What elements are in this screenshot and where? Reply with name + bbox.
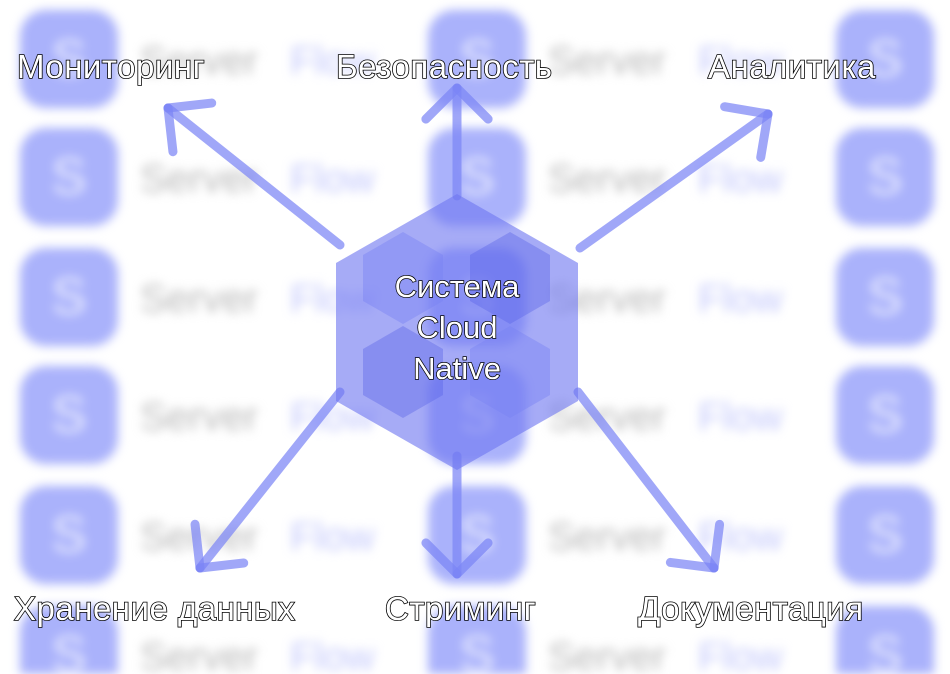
watermark-word-server: Server bbox=[140, 395, 258, 439]
arrow-to-monitoring-head bbox=[163, 98, 217, 113]
arrow-to-analytics-shaft bbox=[575, 109, 773, 253]
watermark-logo-tile bbox=[836, 606, 934, 674]
arrow-to-data-storage-head bbox=[190, 519, 205, 573]
watermark-logo-letter: S bbox=[460, 148, 495, 206]
watermark-logo-tile bbox=[428, 10, 526, 108]
watermark-word-flow: Flow bbox=[698, 277, 783, 321]
arrow-to-analytics-head bbox=[720, 102, 773, 119]
node-analytics: Аналитика bbox=[707, 48, 876, 85]
watermark-logo-letter: S bbox=[868, 30, 903, 88]
arrow-to-documentation-head bbox=[709, 519, 725, 573]
watermark-word-server: Server bbox=[548, 635, 666, 674]
watermark-logo-letter: S bbox=[868, 148, 903, 206]
watermark-logo-tile bbox=[836, 366, 934, 464]
watermark-word-server: Server bbox=[548, 515, 666, 559]
watermark-word-flow: Flow bbox=[698, 157, 783, 201]
arrow-to-monitoring-head bbox=[163, 103, 178, 157]
center-line-3: Native bbox=[412, 350, 501, 387]
node-streaming: Стриминг bbox=[384, 590, 537, 627]
arrow-to-documentation-head bbox=[665, 557, 719, 573]
watermark-word-server: Server bbox=[140, 635, 258, 674]
node-documentation: Документация bbox=[637, 590, 864, 627]
watermark-logo-tile bbox=[428, 606, 526, 674]
watermark-logo-tile bbox=[20, 10, 118, 108]
watermark-word-flow: Flow bbox=[290, 39, 375, 83]
center-hexagon bbox=[336, 194, 578, 470]
watermark-logo-letter: S bbox=[52, 626, 87, 674]
watermark-logo-tile bbox=[20, 366, 118, 464]
arrow-to-streaming bbox=[421, 451, 493, 579]
arrow-to-analytics bbox=[575, 102, 773, 253]
arrow-to-analytics-head bbox=[756, 109, 773, 162]
watermark-logo-letter: S bbox=[460, 30, 495, 88]
arrow-to-data-storage bbox=[190, 387, 345, 573]
center-line-1: Система bbox=[394, 268, 520, 305]
watermark-logo-tile bbox=[20, 248, 118, 346]
arrow-to-data-storage-shaft bbox=[195, 387, 345, 573]
center-line-2: Cloud bbox=[416, 309, 499, 346]
watermark-logo-letter: S bbox=[52, 30, 87, 88]
watermark-logo-letter: S bbox=[52, 386, 87, 444]
arrow-to-monitoring-shaft bbox=[163, 103, 345, 250]
watermark-logo-tile bbox=[836, 10, 934, 108]
watermark-logo-letter: S bbox=[868, 506, 903, 564]
center-node-label: Система Cloud Native bbox=[357, 266, 557, 389]
watermark-logo-letter: S bbox=[868, 626, 903, 674]
arrow-to-security bbox=[421, 83, 493, 201]
watermark-word-flow: Flow bbox=[290, 157, 375, 201]
arrow-to-streaming-head bbox=[452, 538, 493, 579]
watermark-logo-tile bbox=[20, 606, 118, 674]
watermark-word-server: Server bbox=[140, 277, 258, 321]
watermark-logo-tile bbox=[20, 486, 118, 584]
node-monitoring: Мониторинг bbox=[16, 48, 206, 85]
watermark-word-flow: Flow bbox=[698, 395, 783, 439]
arrow-to-security-head bbox=[421, 83, 462, 124]
watermark-word-flow: Flow bbox=[290, 515, 375, 559]
arrow-to-documentation-shaft bbox=[573, 387, 719, 573]
watermark-word-server: Server bbox=[140, 39, 258, 83]
watermark-word-server: Server bbox=[548, 39, 666, 83]
watermark-logo-letter: S bbox=[868, 386, 903, 444]
watermark-logo-tile bbox=[836, 248, 934, 346]
watermark-logo-letter: S bbox=[868, 268, 903, 326]
arrow-to-security-head bbox=[452, 83, 493, 124]
watermark-word-flow: Flow bbox=[698, 39, 783, 83]
watermark-word-flow: Flow bbox=[698, 635, 783, 674]
node-data-storage: Хранение данных bbox=[13, 590, 296, 627]
arrows-group bbox=[163, 83, 773, 579]
arrow-to-monitoring bbox=[163, 98, 345, 250]
watermark-logo-tile bbox=[836, 486, 934, 584]
watermark-word-server: Server bbox=[548, 157, 666, 201]
arrow-to-streaming-head bbox=[421, 538, 462, 579]
watermark-logo-letter: S bbox=[52, 268, 87, 326]
arrow-to-documentation bbox=[573, 387, 725, 573]
watermark-logo-letter: S bbox=[52, 148, 87, 206]
watermark-logo-letter: S bbox=[52, 506, 87, 564]
watermark-logo-tile bbox=[836, 128, 934, 226]
watermark-word-flow: Flow bbox=[290, 635, 375, 674]
arrow-to-data-storage-head bbox=[195, 558, 249, 573]
watermark-logo-letter: S bbox=[460, 626, 495, 674]
node-security: Безопасность bbox=[335, 48, 553, 85]
watermark-logo-tile bbox=[20, 128, 118, 226]
